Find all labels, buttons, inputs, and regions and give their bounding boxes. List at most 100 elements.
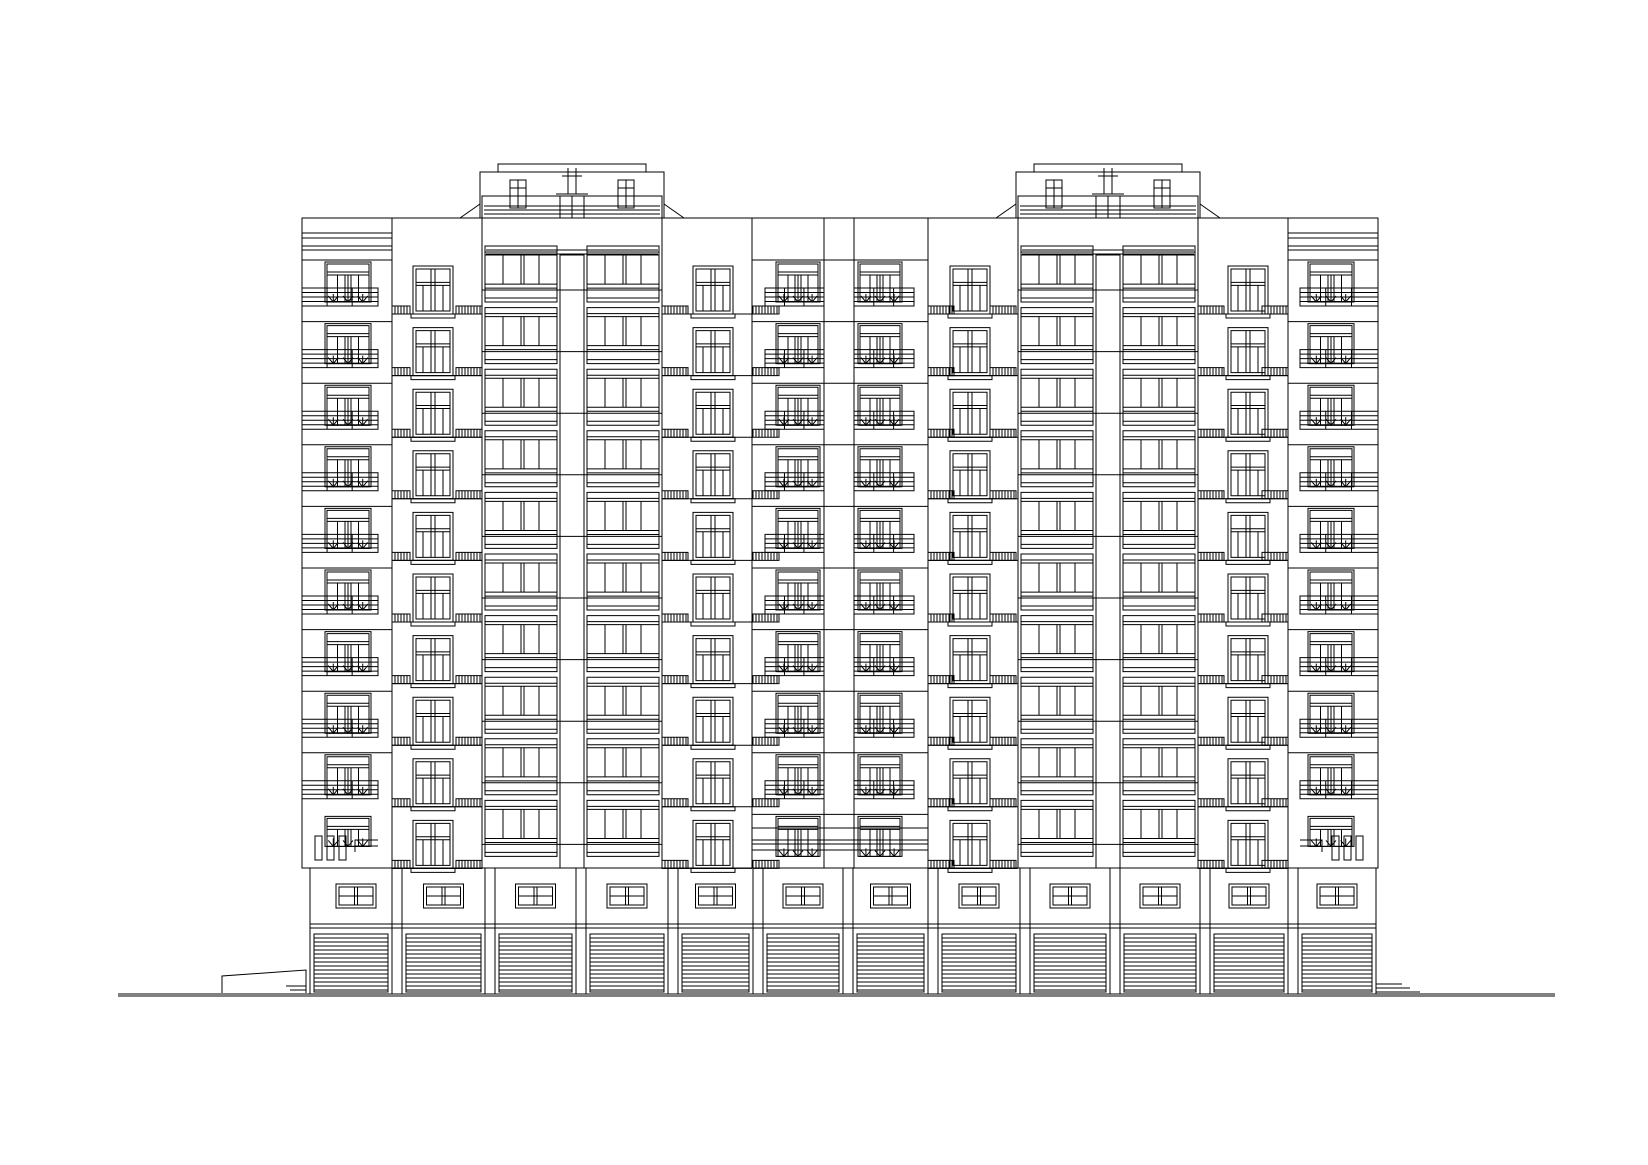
grille-frame <box>753 552 779 560</box>
bay-window-glazing <box>587 246 659 302</box>
grille-frame <box>456 676 482 684</box>
ac-louver-grille <box>990 676 1016 684</box>
window-inner-frame <box>953 454 987 496</box>
grille-frame <box>1262 799 1288 807</box>
central-balcony <box>752 814 928 856</box>
end-wing-balcony <box>1288 383 1378 429</box>
glazing-frame <box>485 739 557 795</box>
grille-frame <box>753 429 779 437</box>
end-wing-balcony <box>302 322 392 368</box>
ac-louver-grille <box>990 737 1016 745</box>
ac-louver-grille <box>662 491 688 499</box>
ac-louver-grille <box>662 368 688 376</box>
bay-window-glazing <box>1123 739 1195 795</box>
ac-louver-grille <box>990 368 1016 376</box>
window-frame <box>950 636 990 684</box>
pier-floor-unit <box>662 328 752 380</box>
grille-frame <box>662 799 688 807</box>
ac-louver-grille <box>928 676 954 684</box>
ac-louver-grille <box>456 737 482 745</box>
bay-window-glazing <box>1021 431 1093 487</box>
balcony-railing <box>854 288 914 306</box>
window-sill <box>411 684 455 688</box>
rolling-shutter <box>1302 934 1372 992</box>
window-frame <box>1229 884 1269 908</box>
residential-tower <box>302 196 1378 872</box>
window-sill <box>411 868 455 872</box>
balcony-door <box>776 324 820 364</box>
end-wing-balcony <box>1288 445 1378 491</box>
grille-frame <box>753 491 779 499</box>
ac-louver-grille <box>392 737 410 745</box>
shutter-frame <box>1302 934 1372 992</box>
shop-upper-window <box>516 884 556 908</box>
grille-frame <box>1262 552 1288 560</box>
window-sill <box>411 437 455 441</box>
casement-window <box>1228 820 1268 868</box>
bay-window-glazing <box>1021 800 1093 856</box>
casement-window <box>693 759 733 807</box>
glazing-frame <box>485 554 557 610</box>
window-frame <box>1140 884 1180 908</box>
balcony-railing <box>302 719 378 737</box>
window-inner-frame <box>953 762 987 804</box>
tower-outline <box>482 196 662 868</box>
end-wing-balcony <box>325 816 378 852</box>
balcony-door <box>1308 570 1354 610</box>
window-frame <box>693 451 733 499</box>
balcony-railing <box>765 411 824 429</box>
window-sill <box>691 684 735 688</box>
bay-window-glazing <box>485 800 557 856</box>
balcony-door <box>1308 447 1354 487</box>
balcony-door <box>325 755 371 795</box>
shop-upper-window <box>696 884 736 908</box>
window-frame <box>413 759 453 807</box>
window-frame <box>950 389 990 437</box>
rooftop-structure <box>996 164 1220 218</box>
pier-floor-unit <box>928 512 1018 564</box>
shop-upper-window <box>959 884 999 908</box>
window-inner-frame <box>416 515 450 557</box>
grille-frame <box>662 491 688 499</box>
shop-upper-window <box>1140 884 1180 908</box>
ac-louver-grille <box>392 799 410 807</box>
casement-window <box>950 820 990 868</box>
casement-window <box>413 328 453 376</box>
window-sill <box>691 499 735 503</box>
window-sill <box>411 499 455 503</box>
window-sill <box>1226 314 1270 318</box>
bay-window-glazing <box>1021 554 1093 610</box>
balcony-door <box>325 262 371 302</box>
ac-louver-grille <box>990 614 1016 622</box>
ac-louver-grille <box>1262 614 1288 622</box>
grille-frame <box>928 491 954 499</box>
central-balcony <box>752 630 928 676</box>
window-sill <box>948 499 992 503</box>
pier-floor-unit <box>662 266 752 318</box>
window-frame <box>413 820 453 868</box>
ac-louver-grille <box>392 368 410 376</box>
window-inner-frame <box>416 762 450 804</box>
ac-louver-grille <box>928 306 954 314</box>
grille-frame <box>456 552 482 560</box>
ac-louver-grille <box>662 614 688 622</box>
shop-upper-window <box>783 884 823 908</box>
central-balcony <box>752 691 928 737</box>
balcony-railing <box>302 411 378 429</box>
bay-window-glazing <box>1123 308 1195 364</box>
end-wing-balcony <box>302 691 392 737</box>
end-wing-balcony <box>302 445 392 491</box>
ac-louver-grille <box>1198 614 1224 622</box>
window-frame <box>693 574 733 622</box>
window-inner-frame <box>696 762 730 804</box>
balcony-door <box>776 570 820 610</box>
grille-frame <box>990 306 1016 314</box>
casement-window <box>1228 697 1268 745</box>
shutter-frame <box>1124 934 1196 992</box>
balcony-door <box>325 385 371 425</box>
glazing-frame <box>587 677 659 733</box>
grille-frame <box>456 860 482 868</box>
window-inner-frame <box>696 454 730 496</box>
ac-louver-grille <box>753 676 779 684</box>
bay-window-glazing <box>587 431 659 487</box>
